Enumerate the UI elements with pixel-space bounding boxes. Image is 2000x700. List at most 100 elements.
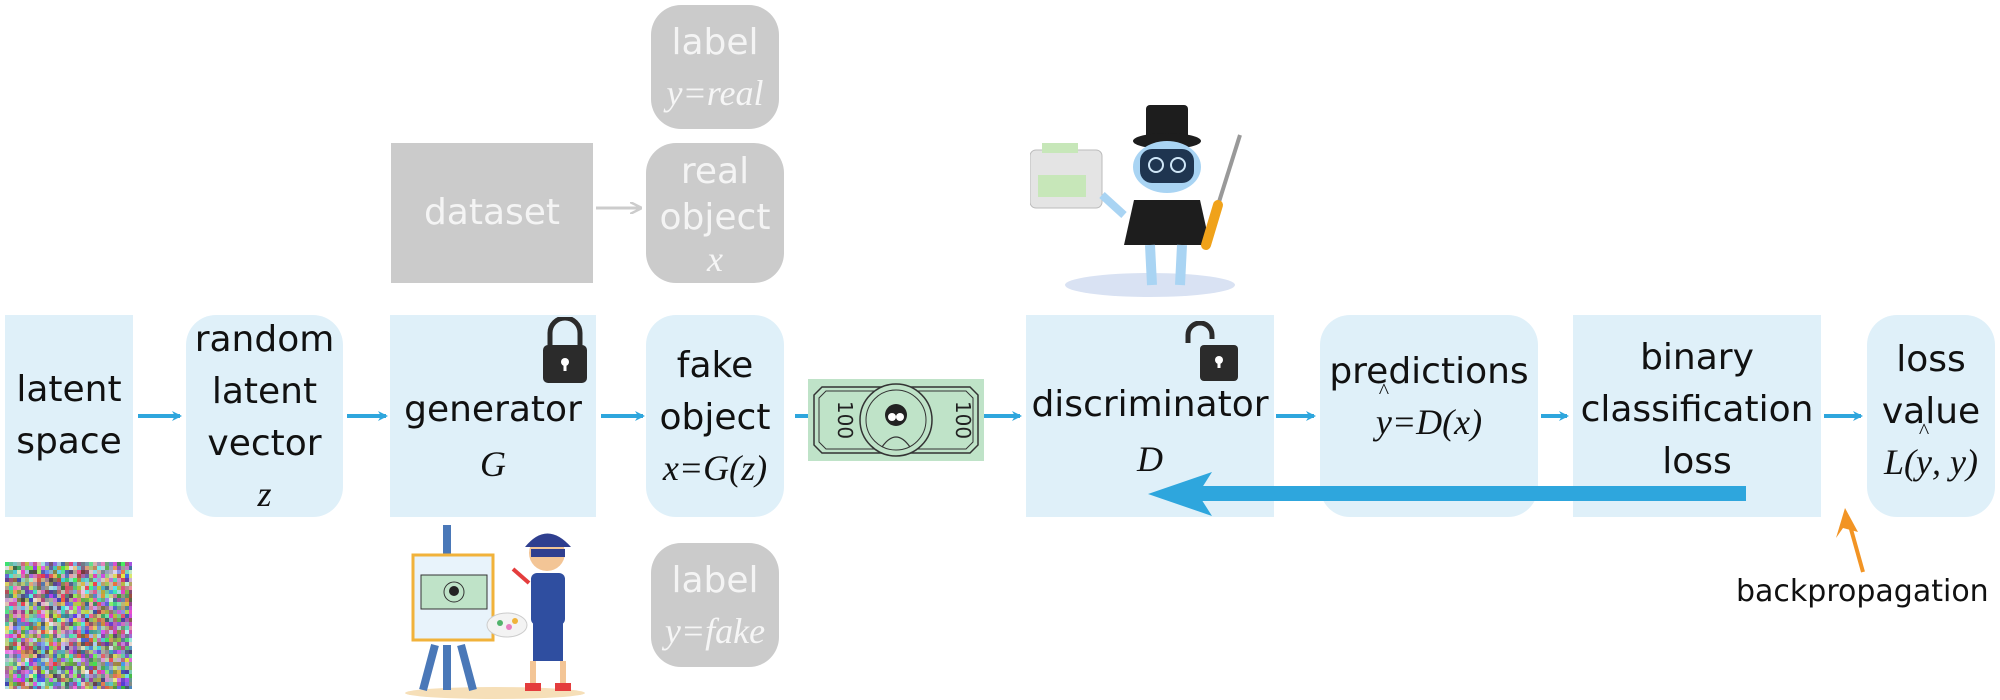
noise-pixel	[21, 598, 25, 602]
noise-pixel	[41, 610, 45, 614]
noise-pixel	[61, 646, 65, 650]
noise-pixel	[13, 682, 17, 686]
noise-pixel	[17, 670, 21, 674]
noise-pixel	[25, 622, 29, 626]
noise-pixel	[121, 682, 125, 686]
noise-pixel	[73, 650, 77, 654]
noise-pixel	[121, 678, 125, 682]
noise-pixel	[33, 674, 37, 678]
noise-pixel	[37, 650, 41, 654]
noise-pixel	[105, 662, 109, 666]
noise-pixel	[129, 586, 132, 590]
predictions-formula-rest: =D(x)	[1391, 402, 1483, 442]
noise-pixel	[45, 574, 49, 578]
noise-pixel	[109, 674, 113, 678]
loss-formula-post: , y)	[1932, 442, 1978, 482]
noise-pixel	[89, 674, 93, 678]
noise-pixel	[21, 670, 25, 674]
noise-pixel	[65, 586, 69, 590]
noise-pixel	[97, 606, 101, 610]
noise-pixel	[117, 630, 121, 634]
noise-pixel	[77, 686, 81, 689]
noise-pixel	[33, 678, 37, 682]
noise-pixel	[17, 586, 21, 590]
noise-pixel	[61, 570, 65, 574]
noise-pixel	[49, 570, 53, 574]
noise-pixel	[81, 650, 85, 654]
noise-pixel	[25, 666, 29, 670]
noise-pixel	[13, 642, 17, 646]
noise-pixel	[129, 622, 132, 626]
noise-pixel	[5, 582, 9, 586]
noise-pixel	[57, 630, 61, 634]
noise-pixel	[109, 598, 113, 602]
noise-pixel	[49, 642, 53, 646]
noise-pixel	[93, 662, 97, 666]
noise-pixel	[93, 590, 97, 594]
noise-pixel	[97, 646, 101, 650]
noise-pixel	[13, 590, 17, 594]
noise-pixel	[13, 618, 17, 622]
noise-pixel	[73, 570, 77, 574]
noise-pixel	[61, 586, 65, 590]
noise-pixel	[81, 642, 85, 646]
noise-pixel	[33, 670, 37, 674]
noise-pixel	[81, 670, 85, 674]
noise-pixel	[89, 594, 93, 598]
noise-pixel	[13, 662, 17, 666]
noise-pixel	[21, 570, 25, 574]
noise-pixel	[93, 686, 97, 689]
noise-pixel	[53, 622, 57, 626]
noise-pixel	[109, 574, 113, 578]
noise-pixel	[109, 578, 113, 582]
noise-pixel	[17, 614, 21, 618]
noise-pixel	[129, 614, 132, 618]
noise-pixel	[109, 654, 113, 658]
noise-pixel	[93, 582, 97, 586]
noise-pixel	[49, 598, 53, 602]
noise-pixel	[109, 630, 113, 634]
noise-pixel	[69, 598, 73, 602]
noise-pixel	[17, 654, 21, 658]
noise-pixel	[97, 614, 101, 618]
noise-pixel	[73, 622, 77, 626]
noise-pixel	[53, 646, 57, 650]
noise-pixel	[37, 594, 41, 598]
noise-pixel	[117, 622, 121, 626]
noise-pixel	[69, 674, 73, 678]
noise-pixel	[49, 574, 53, 578]
noise-pixel	[13, 582, 17, 586]
noise-pixel	[101, 610, 105, 614]
noise-pixel	[109, 606, 113, 610]
noise-pixel	[29, 626, 33, 630]
noise-pixel	[113, 630, 117, 634]
noise-pixel	[105, 630, 109, 634]
noise-pixel	[105, 626, 109, 630]
noise-pixel	[93, 570, 97, 574]
noise-pixel	[5, 618, 9, 622]
noise-pixel	[61, 638, 65, 642]
noise-pixel	[29, 614, 33, 618]
noise-pixel	[109, 614, 113, 618]
noise-pixel	[101, 662, 105, 666]
noise-pixel	[41, 594, 45, 598]
noise-pixel	[97, 574, 101, 578]
noise-pixel	[25, 642, 29, 646]
noise-pixel	[49, 622, 53, 626]
noise-pixel	[49, 670, 53, 674]
noise-pixel	[57, 602, 61, 606]
noise-pixel	[121, 610, 125, 614]
noise-pixel	[13, 674, 17, 678]
noise-pixel	[105, 622, 109, 626]
noise-pixel	[29, 678, 33, 682]
noise-pixel	[89, 622, 93, 626]
noise-pixel	[89, 582, 93, 586]
noise-pixel	[41, 662, 45, 666]
noise-pixel	[65, 658, 69, 662]
noise-pixel	[85, 618, 89, 622]
noise-pixel	[77, 654, 81, 658]
noise-pixel	[65, 630, 69, 634]
noise-pixel	[81, 594, 85, 598]
node-predictions: predictions ^y=D(x)	[1320, 315, 1538, 517]
noise-pixel	[5, 686, 9, 689]
